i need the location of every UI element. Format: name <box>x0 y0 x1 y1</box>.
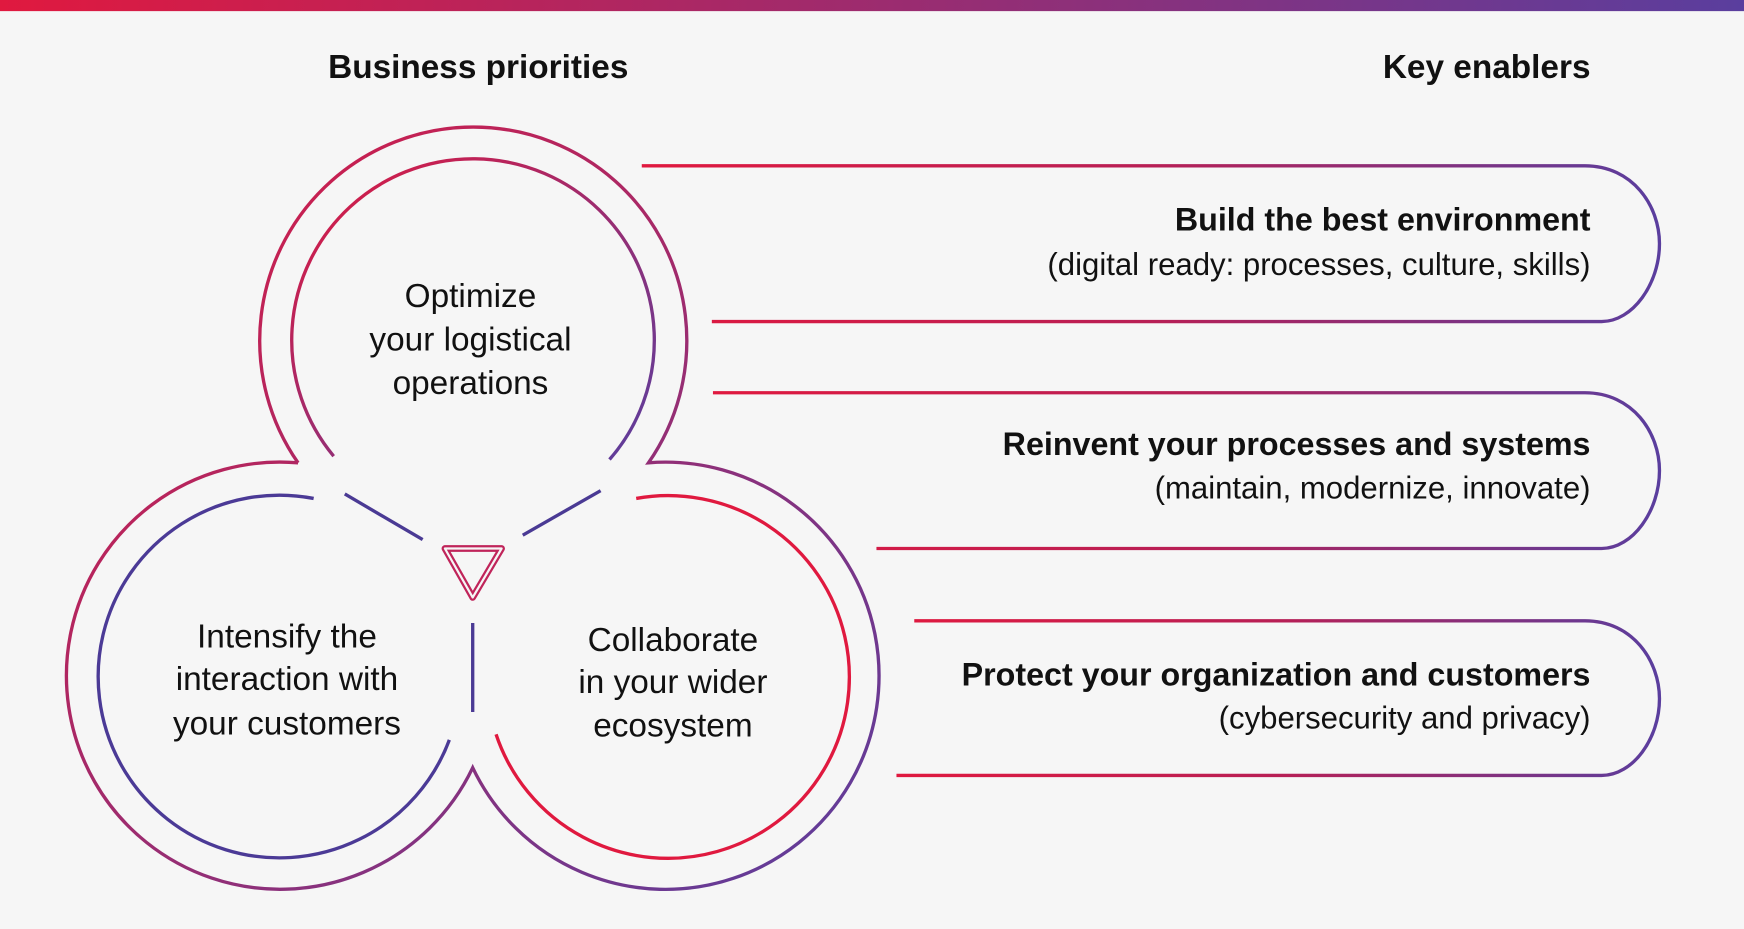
enabler-title: Build the best environment <box>1175 201 1591 237</box>
divider-line-left <box>343 492 424 542</box>
priority-right-label: Collaborate in your wider ecosystem <box>578 622 767 745</box>
priority-line: interaction with <box>176 661 398 698</box>
center-triangle-icon <box>441 545 505 601</box>
outer-trefoil-outline <box>64 125 881 892</box>
priority-circle-right <box>494 493 851 860</box>
key-enablers-heading: Key enablers <box>1383 49 1591 86</box>
priority-line: ecosystem <box>593 708 752 745</box>
priority-circle-top <box>290 157 656 461</box>
priority-line: Optimize <box>405 278 537 315</box>
priority-line: Collaborate <box>588 622 759 659</box>
priority-circle-left <box>96 493 451 860</box>
priority-line: Intensify the <box>197 619 377 656</box>
priority-line: your logistical <box>369 321 571 358</box>
priority-line: in your wider <box>578 664 767 701</box>
enabler-box-3 <box>896 619 1662 778</box>
priority-line: your customers <box>173 705 401 742</box>
business-priorities-heading: Business priorities <box>328 49 628 86</box>
enabler-box-1 <box>641 164 1662 324</box>
enabler-subtitle: (digital ready: processes, culture, skil… <box>1047 247 1590 282</box>
priority-top-label: Optimize your logistical operations <box>369 278 571 402</box>
divider-line-right <box>521 489 602 537</box>
enabler-title: Protect your organization and customers <box>962 656 1591 692</box>
top-accent-bar <box>0 0 1744 12</box>
enabler-subtitle: (cybersecurity and privacy) <box>1219 701 1591 736</box>
enabler-subtitle: (maintain, modernize, innovate) <box>1155 470 1591 505</box>
priority-left-label: Intensify the interaction with your cust… <box>173 619 401 743</box>
enabler-box-2 <box>712 391 1662 551</box>
enabler-title: Reinvent your processes and systems <box>1003 426 1591 462</box>
priority-line: operations <box>393 365 549 402</box>
